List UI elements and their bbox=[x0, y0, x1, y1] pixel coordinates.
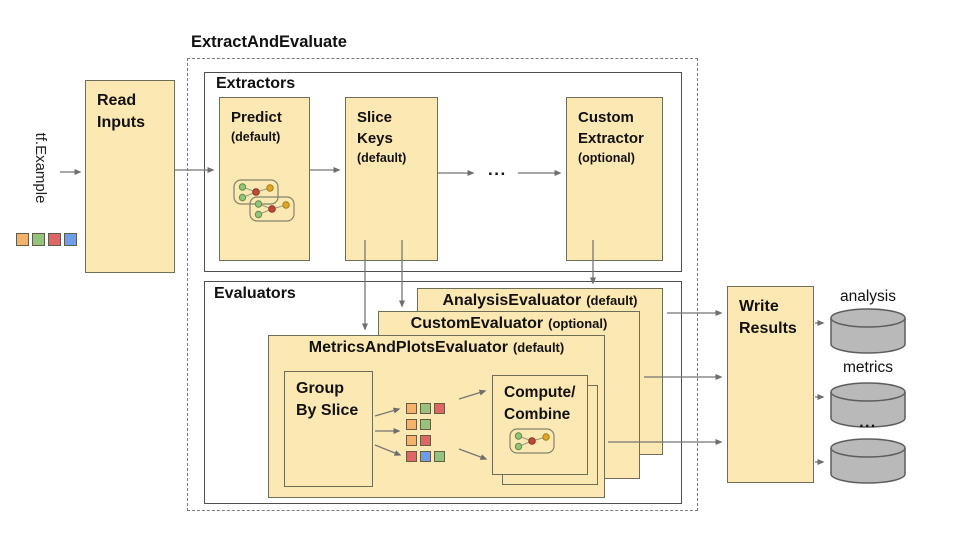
red-square bbox=[48, 233, 61, 246]
analysis-database-icon bbox=[830, 308, 906, 354]
red-square bbox=[434, 403, 445, 414]
slice-keys-sub: (default) bbox=[357, 151, 407, 165]
compute-combine-line1: Compute/ bbox=[504, 384, 576, 401]
combine-graph-icon bbox=[509, 428, 555, 454]
diagram-title: ExtractAndEvaluate bbox=[191, 33, 347, 51]
group-by-slice-box: Group By Slice bbox=[284, 371, 373, 487]
input-example-squares bbox=[16, 233, 80, 251]
slice-keys-extractor-box: Slice Keys (default) bbox=[345, 97, 438, 261]
outputs-ellipsis: ... bbox=[859, 414, 877, 431]
custom-evaluator-sub: (optional) bbox=[548, 316, 608, 331]
metrics-output-label: metrics bbox=[843, 359, 893, 376]
input-label: tf.Example bbox=[32, 132, 49, 204]
orange-square bbox=[16, 233, 29, 246]
analysis-output-label: analysis bbox=[840, 288, 896, 305]
blue-square bbox=[64, 233, 77, 246]
evaluators-container bbox=[204, 281, 682, 504]
blue-square bbox=[420, 451, 431, 462]
sliced-examples-grid bbox=[406, 403, 448, 467]
slice-row bbox=[406, 435, 448, 446]
red-square bbox=[420, 435, 431, 446]
metrics-database-icon bbox=[830, 382, 906, 428]
orange-square bbox=[406, 435, 417, 446]
write-results-box: Write Results bbox=[727, 286, 814, 483]
slice-row bbox=[406, 451, 448, 462]
custom-evaluator-title: CustomEvaluator bbox=[410, 315, 544, 332]
slice-row bbox=[406, 419, 448, 430]
green-square bbox=[420, 419, 431, 430]
slice-row bbox=[406, 403, 448, 414]
green-square bbox=[434, 451, 445, 462]
evaluators-label: Evaluators bbox=[214, 285, 296, 302]
analysis-evaluator-sub: (default) bbox=[586, 293, 638, 308]
green-square bbox=[32, 233, 45, 246]
custom-extractor-title: Custom Extractor bbox=[578, 109, 644, 147]
predict-sub: (default) bbox=[231, 130, 281, 144]
extractors-ellipsis: ... bbox=[488, 160, 507, 179]
custom-extractor-box: Custom Extractor (optional) bbox=[566, 97, 663, 261]
extract-and-evaluate-container bbox=[187, 58, 698, 511]
analysis-evaluator-title: AnalysisEvaluator bbox=[442, 292, 582, 309]
custom-extractor-sub: (optional) bbox=[578, 151, 635, 165]
metrics-and-plots-evaluator-title: MetricsAndPlotsEvaluator bbox=[308, 339, 508, 356]
read-inputs-label: Read Inputs bbox=[97, 92, 145, 131]
orange-square bbox=[406, 403, 417, 414]
other-database-icon bbox=[830, 438, 906, 484]
group-by-slice-label: Group By Slice bbox=[296, 380, 359, 419]
compute-combine-line2: Combine bbox=[504, 405, 571, 423]
red-square bbox=[406, 451, 417, 462]
metrics-and-plots-evaluator-sub: (default) bbox=[512, 340, 565, 355]
predict-title: Predict bbox=[231, 109, 282, 126]
slice-keys-title: Slice Keys bbox=[357, 109, 393, 147]
compute-combine-box: Compute/ Combine bbox=[492, 375, 588, 475]
model-graph-icon bbox=[233, 179, 295, 222]
orange-square bbox=[406, 419, 417, 430]
predict-extractor-box: Predict (default) bbox=[219, 97, 310, 261]
write-results-label: Write Results bbox=[739, 298, 797, 337]
read-inputs-box: Read Inputs bbox=[85, 80, 175, 273]
extractors-label: Extractors bbox=[216, 75, 296, 92]
extractors-container bbox=[204, 72, 682, 272]
green-square bbox=[420, 403, 431, 414]
